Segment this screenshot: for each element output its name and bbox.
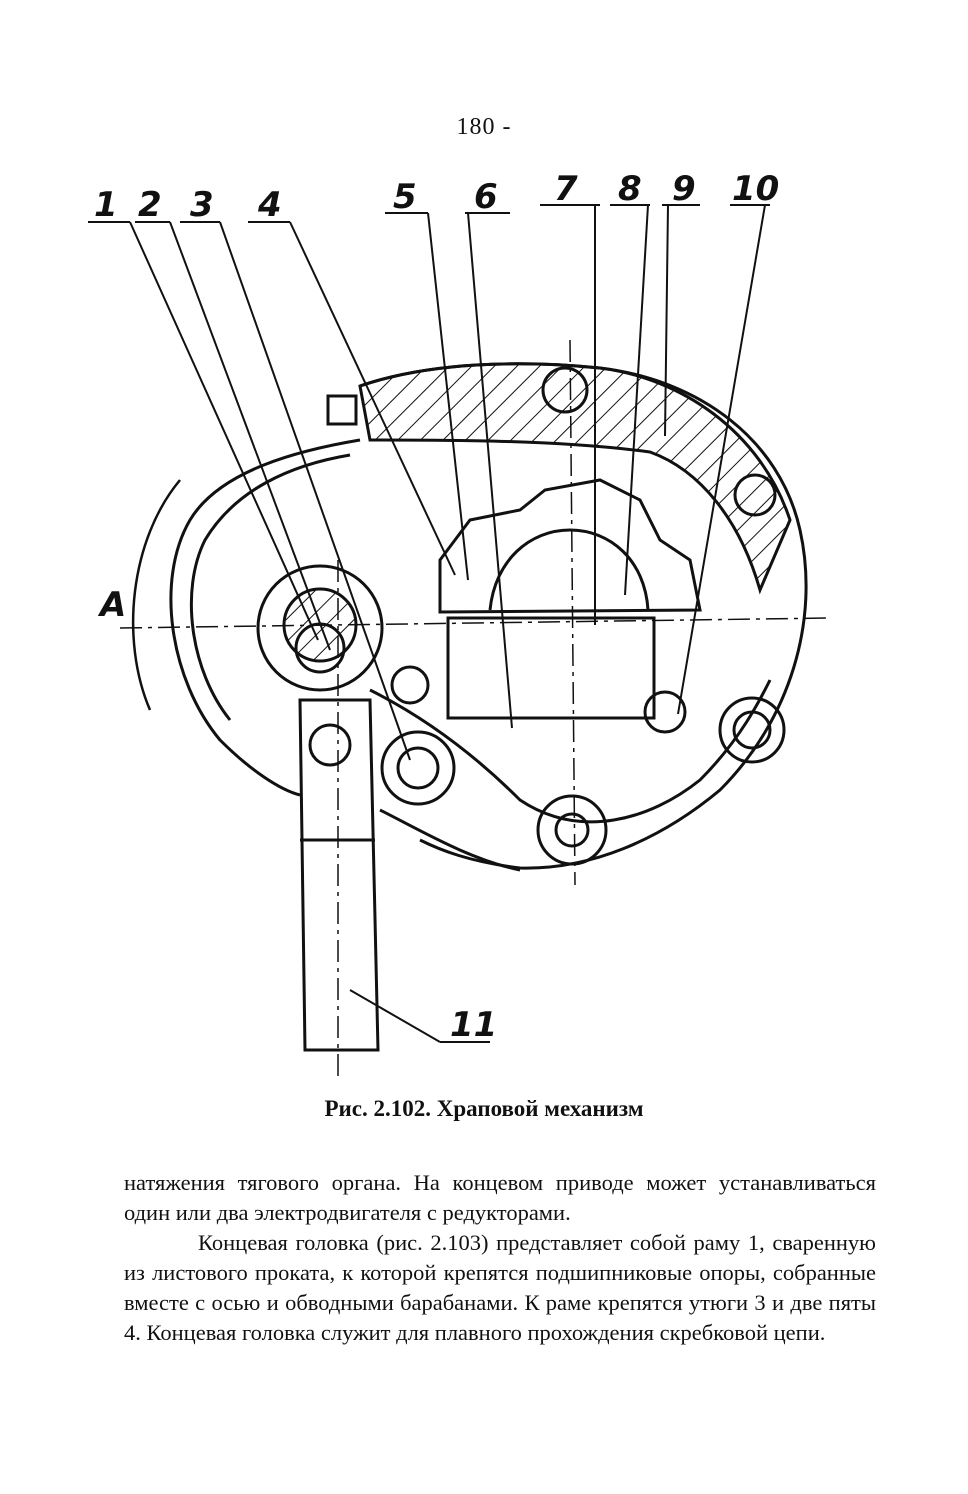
figure-caption: Рис. 2.102. Храповой механизм <box>324 1096 644 1121</box>
leader-lines <box>88 204 770 1043</box>
center-lines <box>119 339 831 1080</box>
callout-2: 2 <box>138 185 162 225</box>
callout-labels: 1 2 3 4 5 6 7 8 9 10 11 A <box>94 169 779 1045</box>
callout-7: 7 <box>554 169 578 209</box>
callout-8: 8 <box>618 169 642 209</box>
callout-5: 5 <box>393 177 417 217</box>
body-text: натяжения тягового органа. На концевом п… <box>124 1168 876 1348</box>
callout-10: 10 <box>732 169 779 209</box>
drawing-body <box>131 362 808 1052</box>
callout-9: 9 <box>672 169 696 209</box>
paragraph-1: натяжения тягового органа. На концевом п… <box>124 1170 876 1225</box>
paragraph-2: Концевая головка (рис. 2.103) представля… <box>124 1230 876 1345</box>
callout-1: 1 <box>94 185 118 225</box>
callout-3: 3 <box>190 185 214 225</box>
callout-11: 11 <box>450 1005 497 1045</box>
view-label-a: A <box>97 585 126 625</box>
page-number: 180 - <box>456 114 512 140</box>
callout-6: 6 <box>474 177 498 217</box>
callout-4: 4 <box>257 185 282 225</box>
